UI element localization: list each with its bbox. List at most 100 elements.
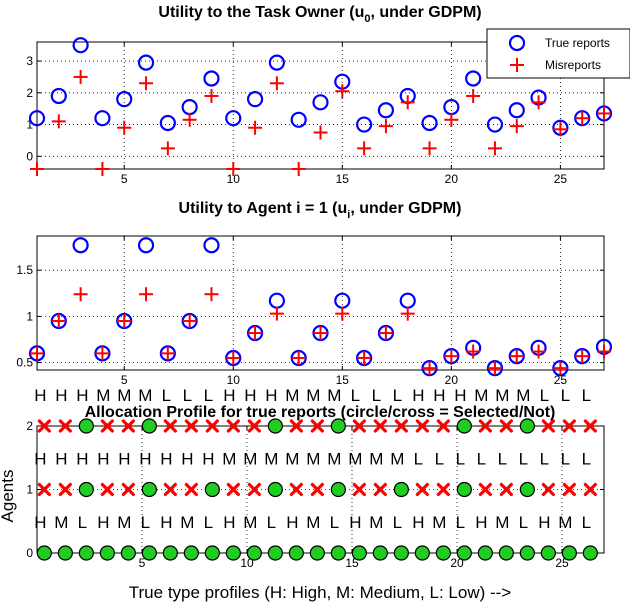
type-label: L: [477, 450, 486, 469]
cross-stroke: [121, 482, 135, 497]
cross-stroke: [121, 419, 135, 433]
cross-stroke: [373, 419, 387, 433]
misreport-point: [226, 350, 241, 365]
x-tick-label: 5: [121, 172, 128, 186]
x-tick-label: 10: [227, 172, 241, 186]
misreport-point: [487, 361, 502, 376]
selected-marker: [351, 545, 367, 561]
not-selected-marker: [184, 419, 198, 433]
type-label: M: [306, 450, 320, 469]
selected-marker: [435, 545, 451, 561]
y-tick-label: 1: [26, 483, 33, 497]
misreport-point: [313, 326, 328, 341]
misreport-point: [597, 344, 611, 359]
true-report-point: [203, 70, 220, 87]
type-label: L: [204, 386, 213, 405]
not-selected-marker: [562, 419, 576, 433]
type-label: L: [393, 386, 402, 405]
true-report-point: [137, 54, 155, 71]
true-report-point: [203, 237, 220, 254]
selected-marker: [225, 545, 241, 561]
true-report-point: [268, 54, 285, 71]
x-tick-label: 5: [139, 556, 146, 570]
misreport-point: [400, 95, 415, 110]
type-label: L: [561, 450, 570, 469]
selected-marker: [456, 418, 472, 434]
selected-marker: [204, 481, 220, 498]
type-label: M: [243, 513, 257, 532]
type-label: L: [435, 450, 444, 469]
selected-marker: [267, 418, 283, 434]
type-label: H: [349, 513, 361, 532]
not-selected-marker: [541, 482, 555, 497]
misreport-point: [204, 88, 219, 103]
selected-marker: [57, 545, 73, 561]
type-label: M: [516, 386, 530, 405]
selected-marker: [288, 545, 304, 561]
chart-3-title: Allocation Profile for true reports (cir…: [85, 404, 556, 421]
cross-stroke: [415, 482, 429, 497]
type-label: H: [76, 386, 88, 405]
type-label: L: [519, 450, 528, 469]
selected-marker: [519, 481, 535, 498]
selected-marker: [330, 545, 346, 561]
true-report-point: [72, 237, 89, 254]
type-label: M: [96, 386, 110, 405]
type-label: H: [202, 450, 214, 469]
type-label: L: [183, 386, 192, 405]
type-label: M: [222, 450, 236, 469]
selected-marker: [36, 545, 52, 561]
type-label: H: [160, 513, 172, 532]
selected-marker: [582, 545, 598, 561]
not-selected-marker: [541, 419, 555, 433]
chart-2-title: Utility to Agent i = 1 (ui, under GDPM): [179, 200, 462, 221]
type-label: M: [369, 450, 383, 469]
misreport-point: [378, 326, 393, 341]
misreport-point: [531, 95, 546, 110]
type-label: H: [433, 386, 445, 405]
misreport-point: [466, 344, 481, 359]
true-report-point: [377, 102, 395, 119]
type-label: M: [327, 386, 341, 405]
type-label: M: [285, 386, 299, 405]
type-label: M: [117, 513, 131, 532]
misreport-point: [487, 141, 502, 156]
misreport-point: [51, 314, 66, 329]
misreport-point: [30, 162, 44, 176]
not-selected-marker: [163, 419, 177, 433]
misreport-point: [139, 287, 154, 302]
misreport-point: [313, 125, 328, 140]
misreport-point: [335, 306, 350, 321]
cross-stroke: [499, 482, 513, 497]
misreport-point: [444, 349, 459, 364]
type-label: M: [327, 450, 341, 469]
type-label: L: [267, 513, 276, 532]
type-label: L: [519, 513, 528, 532]
chart-1-title: Utility to the Task Owner (u0, under GDP…: [158, 4, 481, 25]
marks: [28, 237, 613, 377]
misreport-point: [400, 306, 415, 321]
misreport-point: [95, 162, 110, 176]
y-tick-label: 1.5: [16, 263, 33, 277]
selected-marker: [78, 418, 94, 434]
cross-stroke: [583, 482, 597, 497]
true-report-point: [225, 110, 242, 127]
selected-marker: [498, 545, 514, 561]
type-label: H: [412, 513, 424, 532]
not-selected-marker: [289, 482, 303, 497]
cross-stroke: [226, 482, 240, 497]
not-selected-marker: [247, 482, 261, 497]
cross-stroke: [583, 419, 597, 433]
type-label: M: [54, 513, 68, 532]
misreport-point: [51, 114, 66, 129]
not-selected-marker: [436, 482, 450, 497]
misreport-point: [575, 111, 590, 126]
type-label: M: [180, 513, 194, 532]
cross-stroke: [58, 419, 72, 433]
misreport-point: [160, 346, 175, 361]
misreport-point: [291, 350, 306, 365]
type-label: H: [97, 513, 109, 532]
y-axis-label: Agents: [0, 470, 17, 523]
cross-stroke: [163, 419, 177, 433]
